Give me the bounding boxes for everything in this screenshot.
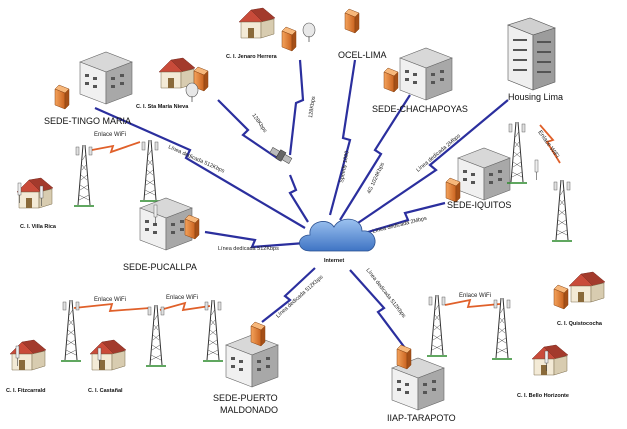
link-satellite bbox=[288, 174, 309, 223]
center-bello-horizonte bbox=[531, 344, 569, 376]
label-castanal: C. I. Castañal bbox=[88, 388, 123, 394]
link-label-jenaro-herrera: 128Kbps bbox=[308, 96, 317, 119]
router-icon bbox=[396, 344, 412, 370]
house-icon bbox=[531, 344, 569, 376]
router-icon bbox=[553, 284, 569, 310]
link-tarapoto bbox=[349, 269, 406, 349]
label-chachapoyas: SEDE-CHACHAPOYAS bbox=[372, 104, 468, 114]
label-iquitos: SEDE-IQUITOS bbox=[447, 200, 511, 210]
wifi-label-fitzcarrald: Enlace WiFi bbox=[94, 297, 126, 303]
wifi-bello-horizonte bbox=[444, 298, 501, 309]
building-icon bbox=[399, 47, 453, 101]
wifi-links bbox=[73, 124, 561, 312]
link-label-pucallpa: Línea dedicada 512Kbps bbox=[218, 246, 279, 252]
router-icon bbox=[281, 26, 297, 52]
house-icon bbox=[89, 339, 127, 371]
satellite-dish-icon bbox=[185, 82, 199, 103]
link-label-iquitos: Línea dedicada 2Mbps bbox=[372, 216, 428, 235]
link-label-ocel-lima: Speedy 1000 bbox=[339, 150, 351, 183]
wan-links bbox=[94, 59, 509, 349]
tower-icon bbox=[202, 299, 224, 362]
site-ocel-lima bbox=[344, 8, 360, 34]
building-icon bbox=[225, 334, 279, 388]
house-icon bbox=[9, 339, 47, 371]
label-villa-rica: C. I. Villa Rica bbox=[20, 224, 57, 230]
router-icon bbox=[383, 67, 399, 93]
tower-icon bbox=[60, 299, 82, 362]
link-pucallpa bbox=[204, 230, 306, 249]
internet-label: Internet bbox=[324, 258, 344, 264]
wifi-label-villa-rica: Enlace WiFi bbox=[94, 132, 126, 138]
wifi-castanal bbox=[159, 301, 211, 312]
tower-icon bbox=[491, 297, 513, 360]
link-ocel-lima bbox=[328, 59, 357, 216]
wifi-label-castanal: Enlace WiFi bbox=[166, 295, 198, 301]
house-icon bbox=[568, 271, 606, 303]
link-housing-lima bbox=[354, 99, 509, 226]
house-icon bbox=[238, 7, 276, 39]
center-fitzcarrald bbox=[9, 339, 47, 371]
site-chachapoyas bbox=[383, 47, 453, 101]
center-quistococha bbox=[553, 271, 606, 310]
link-jenaro-herrera bbox=[288, 59, 305, 156]
tower-icon bbox=[145, 304, 167, 367]
site-housing-lima bbox=[507, 17, 556, 91]
building-icon bbox=[457, 147, 511, 201]
tower-icon bbox=[73, 144, 95, 207]
link-sta-maria-nieva bbox=[217, 99, 281, 161]
tower-icon bbox=[551, 179, 573, 242]
wifi-label-bello-horizonte: Enlace WiFi bbox=[459, 293, 491, 299]
antenna-icon bbox=[534, 159, 539, 181]
center-villa-rica bbox=[16, 144, 95, 209]
link-label-tingo-maria: Línea dedicada 512Kbps bbox=[167, 144, 225, 174]
label-tingo-maria: SEDE-TINGO MARIA bbox=[44, 116, 131, 126]
site-iquitos bbox=[445, 147, 511, 203]
internet-cloud bbox=[299, 218, 376, 252]
center-jenaro-herrera bbox=[238, 7, 316, 52]
link-puerto-maldonado bbox=[261, 267, 316, 323]
site-puerto-maldonado bbox=[225, 321, 279, 388]
tower-icon bbox=[426, 294, 448, 357]
label-housing-lima: Housing Lima bbox=[508, 92, 563, 102]
router-icon bbox=[184, 214, 200, 240]
center-castanal bbox=[89, 339, 127, 371]
tower-icon bbox=[139, 139, 161, 202]
link-iquitos bbox=[367, 201, 446, 234]
label-bello-horizonte: C. I. Bello Horizonte bbox=[517, 393, 569, 399]
label-sta-maria-nieva: C. I. Sta María Nieva bbox=[136, 104, 189, 110]
label-ocel-lima: OCEL-LIMA bbox=[338, 50, 387, 60]
label-jenaro-herrera: C. I. Jenaro Herrera bbox=[226, 54, 278, 60]
router-icon bbox=[344, 8, 360, 34]
house-icon bbox=[16, 177, 54, 209]
wifi-quistococha bbox=[539, 124, 561, 164]
router-icon bbox=[250, 321, 266, 347]
wifi-villa-rica bbox=[91, 141, 141, 154]
label-tarapoto: IIAP-TARAPOTO bbox=[387, 413, 456, 423]
label-puerto-maldonado-2: MALDONADO bbox=[220, 405, 278, 415]
building-icon bbox=[79, 51, 133, 105]
label-puerto-maldonado-1: SEDE-PUERTO bbox=[213, 393, 278, 403]
center-sta-maria-nieva bbox=[158, 57, 209, 103]
link-label-iquitos-top: Línea dedicada 2Mbps bbox=[415, 133, 462, 174]
wifi-fitzcarrald bbox=[73, 302, 151, 312]
link-label-sta-maria-nieva: 128Kbps bbox=[250, 113, 268, 134]
router-icon bbox=[54, 84, 70, 110]
link-chachapoyas bbox=[339, 94, 411, 221]
label-fitzcarrald: C. I. Fitzcarrald bbox=[6, 388, 45, 394]
label-quistococha: C. I. Quistococha bbox=[557, 321, 603, 327]
building-icon bbox=[139, 197, 193, 251]
site-tingo-maria bbox=[54, 51, 133, 110]
satellite-icon bbox=[269, 147, 293, 164]
satellite-dish-icon bbox=[302, 22, 316, 43]
link-label-chachapoyas: 4G 1024Kbps bbox=[366, 162, 386, 195]
label-pucallpa: SEDE-PUCALLPA bbox=[123, 262, 197, 272]
router-icon bbox=[445, 177, 461, 203]
link-tingo-maria bbox=[94, 106, 306, 229]
